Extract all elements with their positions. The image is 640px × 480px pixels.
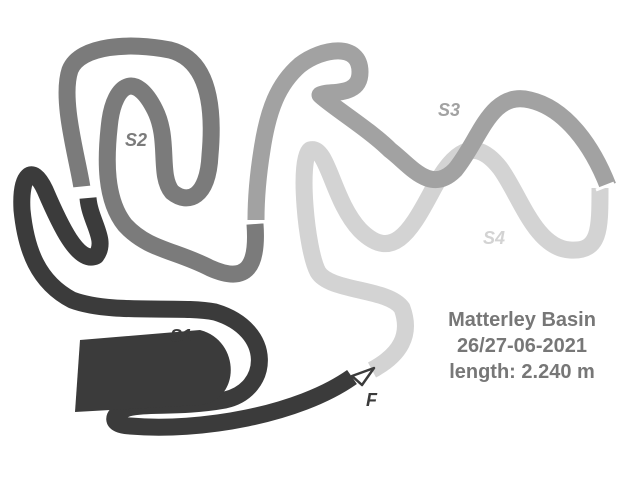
sector-separator-1-2 xyxy=(71,185,93,191)
venue-name: Matterley Basin xyxy=(448,309,596,331)
sector-1-track xyxy=(13,166,357,436)
sector-2-track xyxy=(58,37,264,283)
sector-separator-3-4 xyxy=(595,181,615,192)
grid-block xyxy=(75,330,231,412)
finish-marker-icon xyxy=(350,366,376,387)
finish-label: F xyxy=(366,390,378,410)
sector-4-track xyxy=(295,141,609,378)
sector-3-track xyxy=(247,42,616,221)
event-dates: 26/27-06-2021 xyxy=(457,335,587,357)
sector-label-s3: S3 xyxy=(438,100,460,120)
sector-label-s4: S4 xyxy=(483,228,505,248)
sector-label-s1: S1 xyxy=(170,326,192,346)
sector-label-s2: S2 xyxy=(125,130,147,150)
track-length: length: 2.240 m xyxy=(449,361,595,383)
